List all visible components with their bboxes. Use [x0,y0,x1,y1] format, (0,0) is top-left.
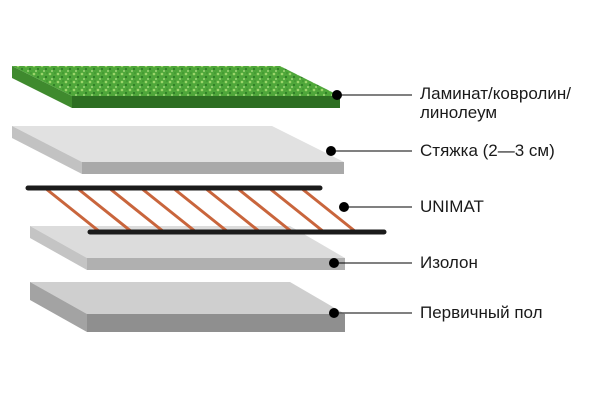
dot-floor-covering [332,90,342,100]
base-floor-slab [30,282,345,332]
floor-covering-slab [12,66,340,108]
label-floor-covering: Ламинат/ковролин/ линолеум [420,84,571,122]
label-floor-covering-line2: линолеум [420,103,498,122]
label-screed-line1: Стяжка (2—3 см) [420,141,555,160]
dot-heating-mat [339,202,349,212]
label-heating-mat-line1: UNIMAT [420,197,484,216]
label-floor-covering-line1: Ламинат/ковролин/ [420,84,571,103]
leader-dots [326,90,349,318]
label-insulation: Изолон [420,253,478,272]
label-base-floor-line1: Первичный пол [420,303,543,322]
heating-mat [25,185,387,235]
label-base-floor: Первичный пол [420,303,543,322]
screed-slab [12,126,344,174]
heating-cables [43,186,358,234]
label-heating-mat: UNIMAT [420,197,484,216]
label-insulation-line1: Изолон [420,253,478,272]
label-screed: Стяжка (2—3 см) [420,141,555,160]
dot-base-floor [329,308,339,318]
dot-insulation [329,258,339,268]
leader-lines [331,94,412,314]
dot-screed [326,146,336,156]
